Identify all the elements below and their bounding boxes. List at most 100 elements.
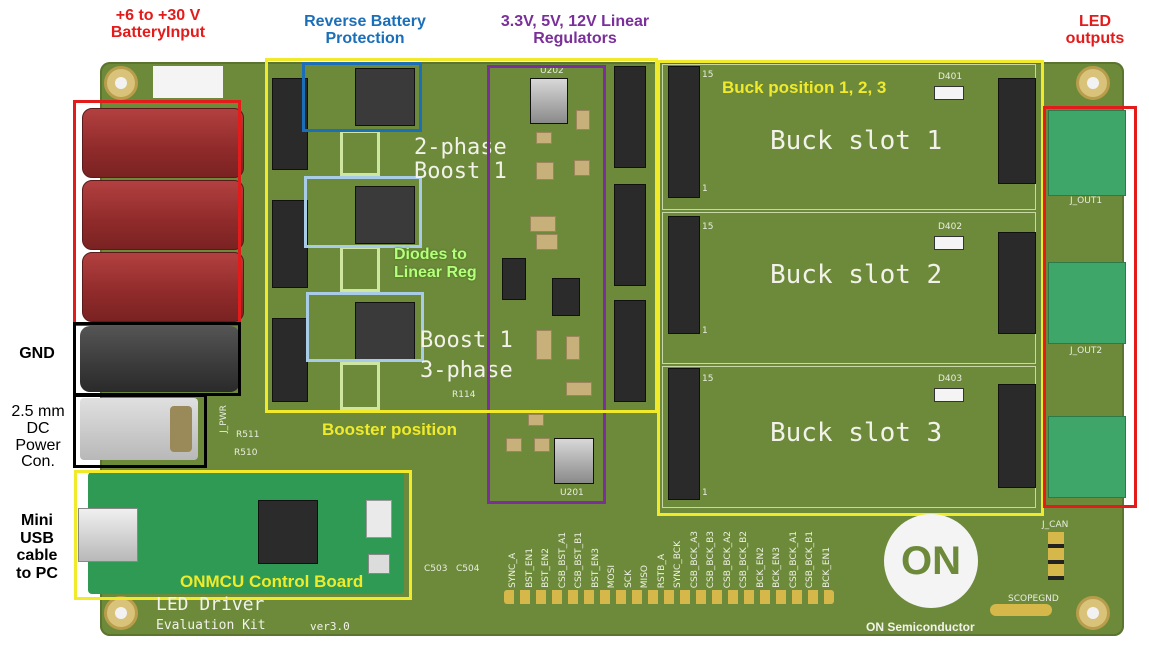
capacitor (534, 438, 550, 452)
battery-jack-3 (82, 252, 244, 322)
pin1-label: 1 (702, 326, 708, 336)
header-j-bst3 (272, 318, 308, 402)
pin1-label: 1 (702, 184, 708, 194)
pin-label: BCK_EN2 (755, 547, 766, 588)
pin-label: CSB_BST_B1 (574, 531, 584, 588)
pin15-label: 15 (702, 222, 714, 232)
regulator-u202 (530, 78, 568, 124)
led-d402 (934, 236, 964, 250)
pin-label: CSB_BST_A1 (557, 531, 568, 588)
pin-label: CSB_BCK_B2 (739, 530, 749, 588)
led-outputs-box (1043, 106, 1137, 508)
label-onmcu-control: ONMCU Control Board (180, 572, 364, 591)
label-linear-regulators: 3.3V, 5V, 12V Linear Regulators (500, 13, 650, 47)
label-r511: R511 (236, 430, 260, 440)
label-j-out2: J_OUT2 (1070, 346, 1103, 356)
label-gnd: GND (19, 345, 55, 362)
capacitor (528, 414, 544, 426)
dpak-transistor-q203 (355, 302, 415, 360)
label-dc-power: 2.5 mm DC Power Con. (11, 403, 65, 471)
label-u202: U202 (540, 66, 564, 76)
reverse-battery-box (302, 62, 422, 132)
header-j-bck2-l (668, 216, 700, 334)
diode-d206-box (340, 362, 380, 410)
terminal-j-out3 (1048, 416, 1126, 498)
label-c504: C504 (456, 564, 480, 574)
capacitor (506, 438, 522, 452)
mounting-hole-icon (1076, 66, 1110, 100)
label-reverse-battery: Reverse Battery Protection (304, 13, 426, 47)
header-j-bst2 (272, 200, 308, 288)
pin-label: BCK_EN1 (821, 547, 832, 588)
pin-label: CSB_BCK_A3 (689, 530, 700, 588)
pin-label: SYNC_BCK (673, 541, 683, 588)
pin-label: RSTB_A (656, 553, 667, 588)
pin-label: SYNC_A (508, 553, 518, 588)
capacitor (536, 330, 552, 360)
label-d402: D402 (938, 222, 963, 232)
mounting-hole-icon (1076, 596, 1110, 630)
on-logo-text: ON (901, 538, 961, 583)
label-d403: D403 (938, 374, 963, 384)
silk-buck-slot-2: Buck slot 2 (770, 260, 943, 290)
capacitor (536, 234, 558, 250)
on-logo-icon: ON (884, 514, 978, 608)
label-r510: R510 (234, 448, 258, 458)
chip-g204 (502, 258, 526, 300)
capacitor (576, 110, 590, 130)
pin-label: BST_EN3 (590, 548, 601, 588)
pin-label: MOSI (607, 564, 617, 588)
pin-label: MISO (640, 564, 650, 588)
buck-position-box (657, 60, 1044, 516)
bottom-pin-labels: SYNC_A BST_EN1 BST_EN2 CSB_BST_A1 CSB_BST_B1… (508, 508, 838, 588)
header-j-bck3-r (998, 384, 1036, 488)
scopegnd-pad (990, 604, 1052, 616)
header-j-bck1-l (668, 66, 700, 198)
label-r114: R114 (452, 390, 476, 400)
header-j-bck1-r (998, 78, 1036, 184)
silk-on-semi: ON Semiconductor (866, 620, 975, 634)
label-buck-position: Buck position 1, 2, 3 (722, 78, 887, 97)
dc-connector-barrel (170, 406, 192, 452)
pin15-label: 15 (702, 374, 714, 384)
silk-buck-slot-3: Buck slot 3 (770, 418, 943, 448)
silk-version: ver3.0 (310, 620, 350, 633)
label-c503: C503 (424, 564, 448, 574)
led-d401 (934, 86, 964, 100)
label-j-out1: J_OUT1 (1070, 196, 1103, 206)
onmcu-connector (366, 500, 392, 538)
capacitor (566, 336, 580, 360)
silk-eval-kit: Evaluation Kit (156, 618, 266, 633)
pin1-label: 1 (702, 488, 708, 498)
silk-buck-slot-1: Buck slot 1 (770, 126, 943, 156)
onmcu-control-box (74, 470, 412, 600)
header-center-3 (614, 300, 646, 402)
battery-input-box (73, 100, 241, 326)
capacitor (530, 216, 556, 232)
capacitor (536, 162, 554, 180)
pin-label: CSB_BCK_A1 (788, 530, 799, 588)
pin-label: CSB_BCK_A2 (722, 530, 733, 588)
capacitor (536, 132, 552, 144)
pin-label: BST_EN1 (524, 548, 535, 588)
pin-label: BST_EN2 (541, 548, 551, 588)
label-booster-position: Booster position (322, 420, 458, 439)
label-j-pwr: J_PWR (218, 405, 229, 433)
reverse-battery-box-3 (306, 292, 424, 362)
mounting-hole-icon (104, 66, 138, 100)
gnd-jack (80, 326, 240, 392)
linear-regulators-box (487, 65, 606, 504)
label-diodes-to-linear: Diodes to Linear Reg (394, 246, 477, 282)
dpak-transistor-q201 (355, 68, 415, 126)
pin-label: CSB_BCK_B1 (805, 530, 815, 588)
bottom-pin-row (504, 590, 834, 604)
pin15-label: 15 (702, 70, 714, 80)
dc-power-box (73, 394, 207, 468)
usb-connector-icon (78, 508, 138, 562)
silk-boost-3phase: Boost 1 3-phase (420, 328, 513, 383)
capacitor (574, 160, 590, 176)
label-scopegnd: SCOPEGND (1008, 594, 1059, 604)
pin-label: CSB_BCK_B3 (706, 530, 716, 588)
battery-jack-1 (82, 108, 244, 178)
reverse-battery-box-2 (304, 176, 422, 248)
